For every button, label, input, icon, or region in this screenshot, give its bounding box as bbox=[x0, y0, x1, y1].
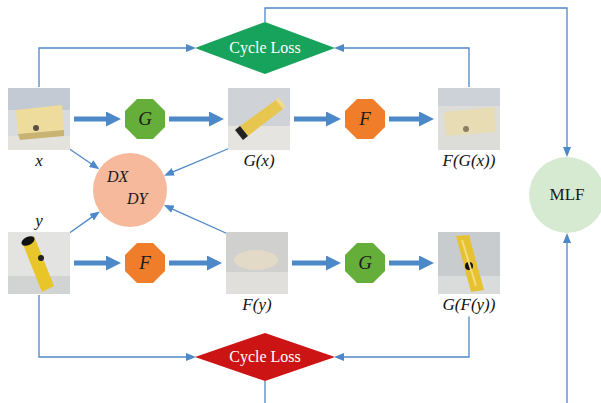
image-label: G(x) bbox=[243, 151, 274, 171]
discriminator-circle: DX DY bbox=[93, 153, 167, 227]
generator-name: F bbox=[359, 108, 371, 130]
loss-connector bbox=[39, 48, 187, 87]
loss-connector bbox=[68, 217, 93, 234]
image-sample: F(y) bbox=[226, 232, 288, 316]
loss-connector bbox=[265, 242, 567, 403]
photo-sample bbox=[8, 88, 70, 150]
image-sample: y bbox=[8, 210, 70, 294]
image-sample: F(G(x)) bbox=[438, 88, 500, 172]
fusion-circle: MLF bbox=[529, 157, 601, 233]
loss-diamond: Cycle Loss bbox=[195, 22, 335, 74]
loss-connector bbox=[172, 148, 230, 172]
flow-arrow bbox=[74, 117, 108, 122]
loss-label: Cycle Loss bbox=[229, 39, 301, 57]
loss-diamond: Cycle Loss bbox=[195, 333, 335, 381]
photo-sample bbox=[438, 232, 500, 294]
loss-label: Cycle Loss bbox=[229, 348, 301, 366]
flow-arrow bbox=[292, 261, 328, 266]
image-sample: x bbox=[8, 88, 70, 172]
image-label: F(y) bbox=[242, 295, 271, 315]
image-sample: G(x) bbox=[228, 88, 290, 172]
image-label: x bbox=[35, 151, 43, 171]
generator-octagon: F bbox=[125, 243, 165, 283]
photo-sample bbox=[226, 232, 288, 294]
flow-arrow bbox=[169, 261, 209, 266]
generator-name: G bbox=[138, 108, 152, 130]
fusion-label: MLF bbox=[550, 185, 585, 205]
flow-arrow bbox=[294, 117, 328, 122]
loss-connector bbox=[172, 209, 228, 234]
image-sample: G(F(y)) bbox=[438, 232, 500, 316]
discriminator-name: DX bbox=[107, 168, 128, 186]
flow-arrow bbox=[389, 117, 421, 122]
generator-octagon: F bbox=[345, 99, 385, 139]
photo-sample bbox=[228, 88, 290, 150]
loss-connector bbox=[68, 148, 92, 164]
photo-sample bbox=[438, 88, 500, 150]
loss-connector bbox=[265, 8, 567, 148]
generator-octagon: G bbox=[345, 243, 385, 283]
discriminator-name: DY bbox=[127, 190, 147, 208]
loss-connector bbox=[39, 295, 187, 357]
flow-arrow bbox=[74, 261, 108, 266]
generator-name: F bbox=[139, 252, 151, 274]
flow-arrow bbox=[389, 261, 421, 266]
image-label: F(G(x)) bbox=[443, 151, 496, 171]
loss-connector bbox=[343, 48, 469, 87]
photo-sample bbox=[8, 232, 70, 294]
loss-connector bbox=[343, 317, 469, 358]
image-label: G(F(y)) bbox=[443, 295, 496, 315]
generator-name: G bbox=[358, 252, 372, 274]
generator-octagon: G bbox=[125, 99, 165, 139]
image-label: y bbox=[35, 211, 43, 231]
flow-arrow bbox=[169, 117, 211, 122]
